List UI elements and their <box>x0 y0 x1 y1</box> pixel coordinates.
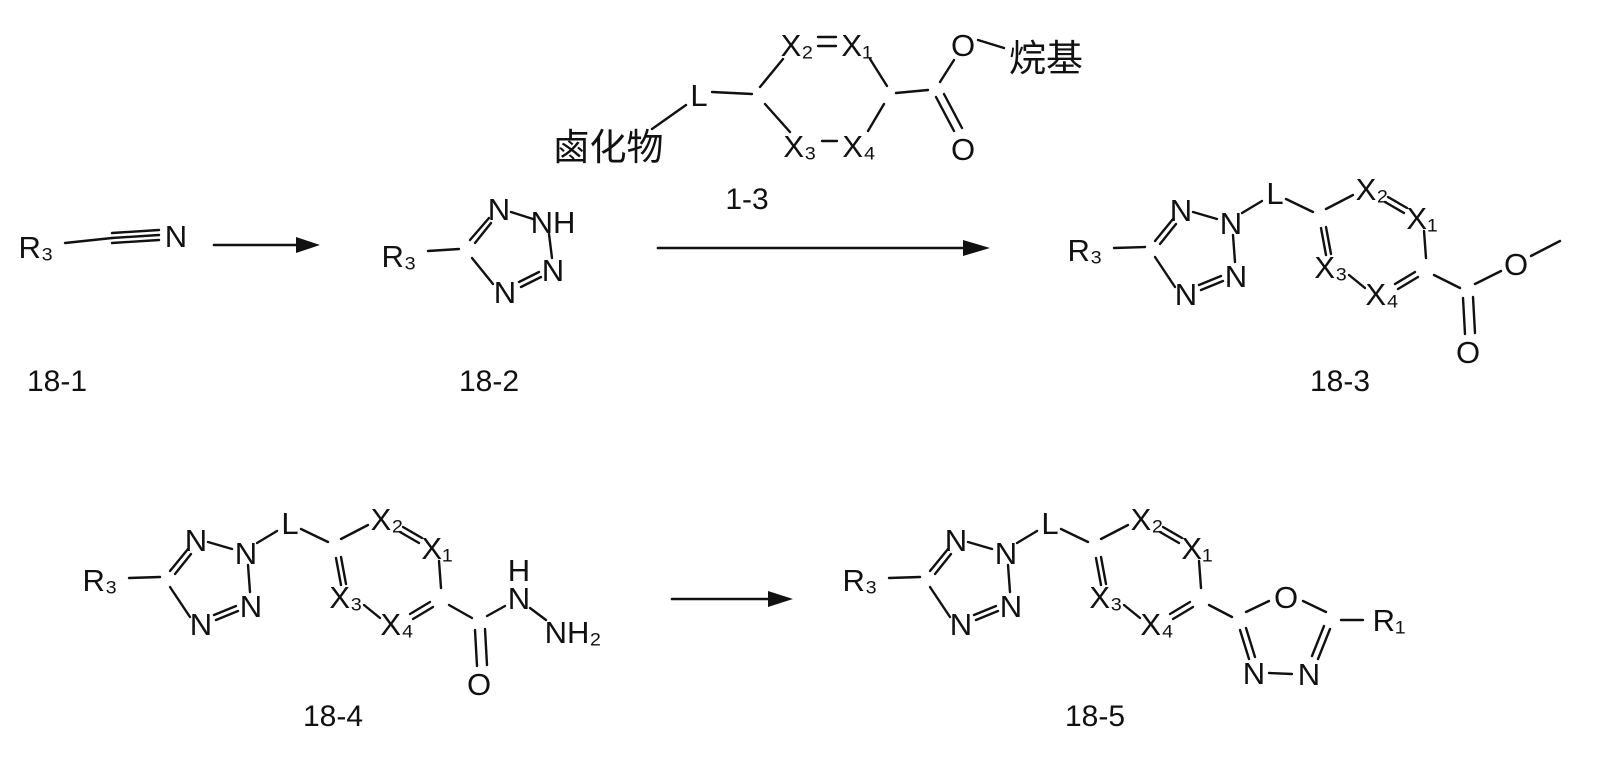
oxadiazole-n3-label: N <box>1243 656 1265 691</box>
compound-18-4: R₃ N N N <box>82 502 601 733</box>
tetrazole-n3-label: N <box>240 589 262 624</box>
x2-label: X₂ <box>1131 502 1164 537</box>
x3-label: X₃ <box>329 580 362 615</box>
tetrazole-n4-label: N <box>190 607 212 642</box>
tetrazole-n2-label: N <box>1220 206 1242 241</box>
tetrazole-n4-label: N <box>1175 277 1197 312</box>
compound-18-5-id: 18-5 <box>1065 700 1125 733</box>
compound-18-3-id: 18-3 <box>1310 365 1370 398</box>
ester-o-label: O <box>951 28 975 63</box>
alkyl-label: 烷基 <box>1009 38 1083 79</box>
tetrazole-n2-label: N <box>995 536 1017 571</box>
x3-label: X₃ <box>783 129 816 164</box>
x4-label: X₄ <box>842 129 875 164</box>
tetrazole-n1-label: N <box>945 523 967 558</box>
reagent-1-3-id: 1-3 <box>725 183 768 216</box>
reaction-arrow-2 <box>656 240 990 256</box>
reagent-1-3: 鹵化物 L X₂ X₁ X₃ X₄ O O 烷基 1-3 <box>553 28 1084 216</box>
reaction-arrow-3 <box>670 591 793 607</box>
x4-label: X₄ <box>1365 277 1398 312</box>
compound-18-1-bonds <box>63 228 161 245</box>
tetrazole-n4-label: N <box>494 275 516 310</box>
hydrazide-nh2-label: NH₂ <box>545 615 602 650</box>
x2-label: X₂ <box>371 502 404 537</box>
compound-18-5: R₃ <box>842 502 1405 733</box>
linker-l-label: L <box>1266 176 1283 211</box>
x3-label: X₃ <box>1314 250 1347 285</box>
compound-18-1: R₃ N 18-1 <box>18 219 187 398</box>
r3-label: R₃ <box>842 563 877 598</box>
carbonyl-o-label: O <box>951 132 975 167</box>
compound-18-2-bonds <box>426 210 554 289</box>
linker-l-label: L <box>1041 506 1058 541</box>
x1-label: X₁ <box>1406 201 1437 236</box>
x2-label: X₂ <box>1356 172 1389 207</box>
reaction-arrow-1 <box>212 237 320 253</box>
oxadiazole-o-label: O <box>1274 580 1298 615</box>
r3-label: R₃ <box>18 230 53 265</box>
reagent-1-3-bonds <box>650 35 1006 143</box>
amide-n-label: N <box>508 581 530 616</box>
linker-l-label: L <box>690 78 707 113</box>
r3-label: R₃ <box>82 563 117 598</box>
tetrazole-nh-label: NH <box>531 205 576 240</box>
compound-18-1-id: 18-1 <box>27 365 87 398</box>
r3-label: R₃ <box>1067 233 1102 268</box>
compound-18-3: R₃ N N N <box>1067 172 1562 398</box>
tetrazole-n3-label: N <box>1000 589 1022 624</box>
carbonyl-o-label: O <box>1456 335 1480 370</box>
r1-label: R₁ <box>1373 603 1406 638</box>
compound-18-2: R₃ N NH N N 18-2 <box>381 192 575 398</box>
x1-label: X₁ <box>1181 531 1212 566</box>
ester-o-label: O <box>1504 247 1528 282</box>
halide-label: 鹵化物 <box>553 127 664 168</box>
tetrazole-n3-label: N <box>1225 259 1247 294</box>
tetrazole-n2-label: N <box>235 536 257 571</box>
amide-h-label: H <box>508 553 530 588</box>
tetrazole-n1-label: N <box>488 192 510 227</box>
oxadiazole-n4-label: N <box>1298 657 1320 692</box>
x4-label: X₄ <box>380 607 413 642</box>
tetrazole-n1-label: N <box>185 523 207 558</box>
compound-18-4-id: 18-4 <box>303 700 363 733</box>
x2-label: X₂ <box>781 28 814 63</box>
linker-l-label: L <box>281 506 298 541</box>
compound-18-4-bonds <box>127 523 548 668</box>
tetrazole-n4-label: N <box>950 607 972 642</box>
tetrazole-n3-label: N <box>542 253 564 288</box>
compound-18-2-id: 18-2 <box>459 365 519 398</box>
x4-label: X₄ <box>1140 607 1173 642</box>
x3-label: X₃ <box>1089 580 1122 615</box>
x1-label: X₁ <box>841 28 872 63</box>
tetrazole-n1-label: N <box>1170 193 1192 228</box>
nitrile-n-label: N <box>165 219 187 254</box>
x1-label: X₁ <box>421 531 452 566</box>
compound-18-5-bonds <box>887 523 1365 676</box>
compound-18-3-bonds <box>1112 193 1562 336</box>
r3-label: R₃ <box>381 239 416 274</box>
carbonyl-o-label: O <box>467 667 491 702</box>
